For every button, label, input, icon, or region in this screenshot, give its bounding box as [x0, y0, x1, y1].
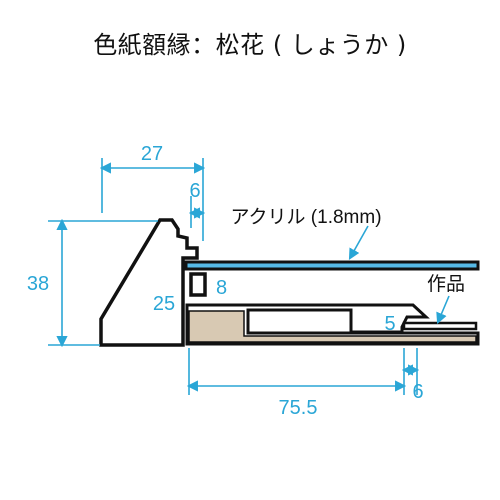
mat-board-outline	[185, 303, 480, 346]
rebate-box	[189, 272, 207, 297]
page-title: 色紙額縁：松花 ( しょうか )	[93, 31, 407, 59]
dimension-label-38: 38	[27, 273, 49, 295]
dimension-label-75-5: 75.5	[279, 397, 318, 419]
acrylic-leader-line	[348, 225, 369, 260]
artwork-label: 作品	[427, 273, 465, 295]
dimension-label-6-top: 6	[189, 180, 200, 202]
dimension-label-6-bottom: 6	[412, 381, 423, 403]
artwork-leader-line	[436, 295, 450, 325]
frame-molding-outline	[99, 218, 199, 347]
backboard	[188, 310, 477, 343]
dimension-label-25: 25	[153, 293, 175, 315]
artwork-piece	[402, 321, 478, 331]
acrylic-sheet	[184, 260, 480, 271]
dimension-label-5: 5	[384, 313, 395, 335]
dimension-label-27: 27	[141, 143, 163, 165]
dimension-label-8: 8	[216, 277, 227, 299]
acrylic-label: アクリル (1.8mm)	[230, 206, 381, 228]
